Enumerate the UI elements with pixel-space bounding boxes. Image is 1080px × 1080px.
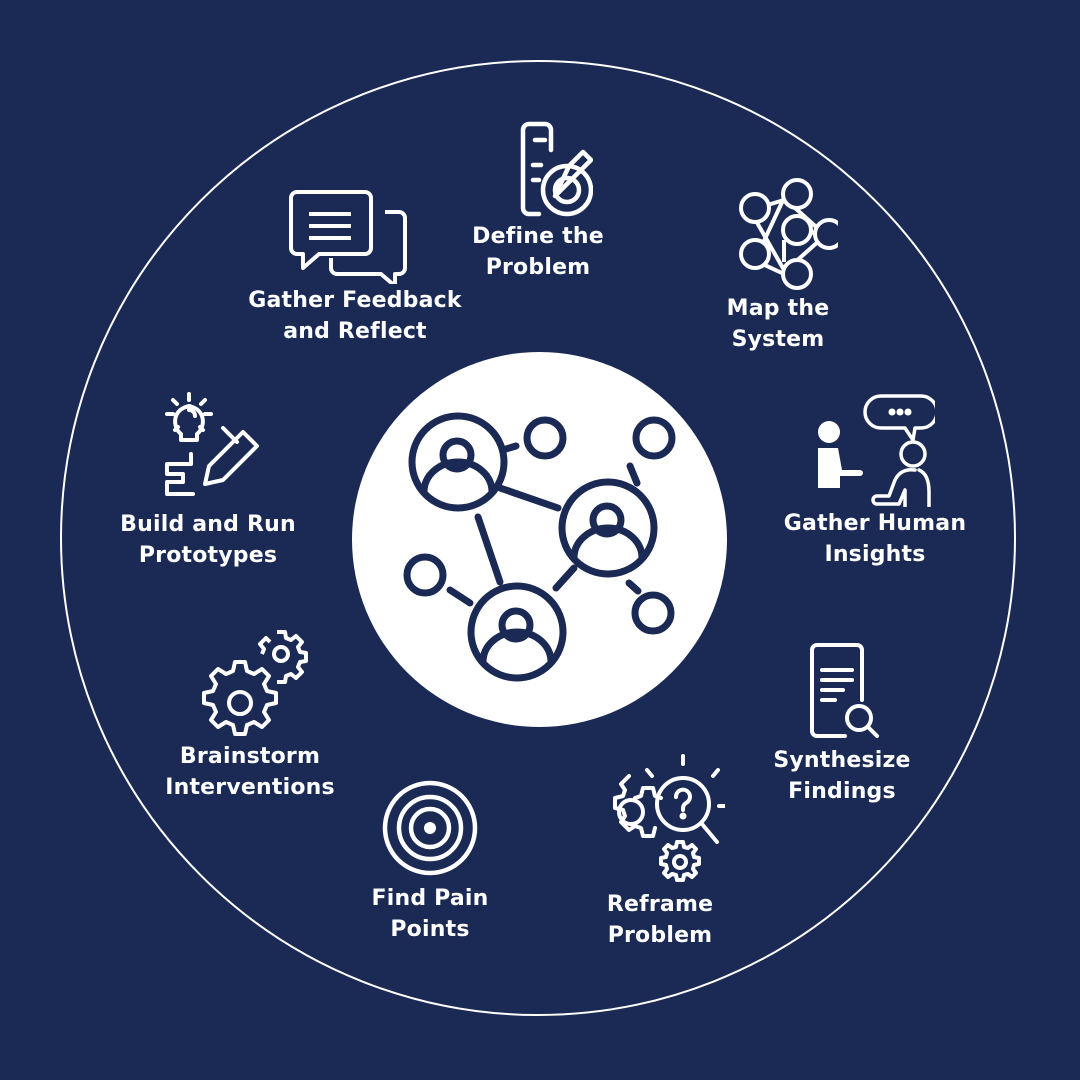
step-synthesize-findings: Synthesize Findings	[762, 642, 922, 809]
conversation-people-icon	[818, 394, 935, 507]
step-label: Build and Run	[120, 512, 296, 537]
step-label: Prototypes	[138, 543, 278, 568]
network-nodes-icon	[739, 178, 838, 290]
people-network-icon	[403, 412, 676, 682]
step-label: Interventions	[165, 775, 335, 800]
gear-magnifier-question-icon	[613, 754, 725, 882]
step-label: Problem	[485, 255, 591, 280]
step-label: Brainstorm	[179, 744, 321, 769]
step-gather-feedback: Gather Feedback and Reflect	[245, 188, 465, 349]
step-label: Problem	[607, 923, 713, 948]
step-define-problem: Define the Problem	[458, 120, 618, 285]
lightbulb-pencil-icon	[165, 392, 259, 496]
target-icon	[382, 780, 478, 876]
step-map-system: Map the System	[698, 172, 858, 357]
outer-ring	[60, 60, 1016, 1016]
step-find-pain-points: Find Pain Points	[350, 778, 510, 947]
step-label: Find Pain	[371, 886, 489, 911]
step-reframe-problem: Reframe Problem	[580, 752, 740, 953]
step-label: System	[731, 327, 825, 352]
step-label: Define the	[472, 224, 604, 249]
step-label: Gather Feedback	[248, 288, 462, 313]
step-gather-human-insights: Gather Human Insights	[775, 392, 975, 572]
gears-icon	[202, 630, 308, 736]
step-label: Points	[390, 917, 470, 942]
document-search-icon	[810, 643, 879, 738]
step-label: Insights	[824, 542, 926, 567]
step-label: Gather Human	[783, 511, 967, 536]
step-build-run-prototypes: Build and Run Prototypes	[108, 390, 308, 573]
step-label: Findings	[788, 779, 896, 804]
step-label: Reframe	[606, 892, 714, 917]
document-target-pencil-icon	[520, 121, 593, 217]
step-label: Synthesize	[773, 748, 911, 773]
center-hub	[352, 352, 727, 727]
chat-bubbles-icon	[289, 190, 407, 284]
step-brainstorm-interventions: Brainstorm Interventions	[150, 628, 350, 805]
step-label: Map the	[726, 296, 830, 321]
step-label: and Reflect	[283, 319, 427, 344]
